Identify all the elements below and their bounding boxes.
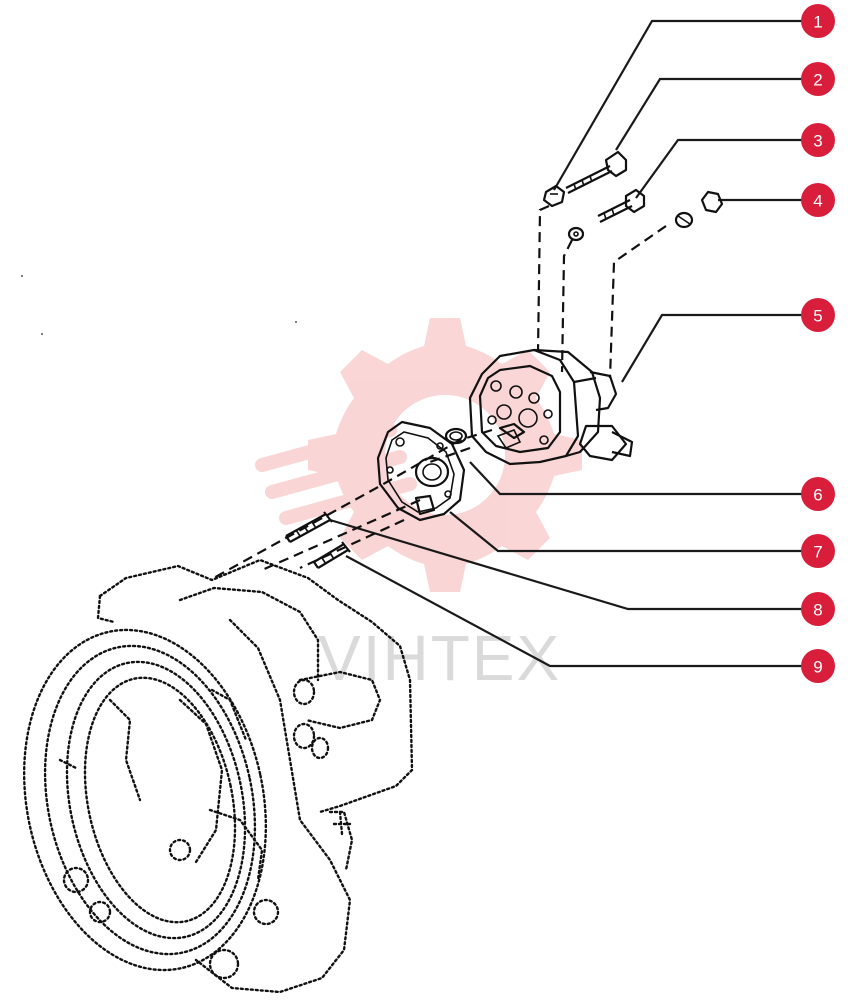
callout-3: 3 xyxy=(801,123,835,157)
callout-1-number: 1 xyxy=(813,13,822,32)
leader-lines xyxy=(329,19,818,668)
part-4-lock-washer xyxy=(674,211,694,229)
callout-6-number: 6 xyxy=(813,486,822,505)
watermark-text: VIHTEX xyxy=(318,622,561,694)
callout-1: 1 xyxy=(801,4,835,38)
part-2-long-bolt xyxy=(565,150,628,194)
callout-3-number: 3 xyxy=(813,132,822,151)
callout-4-number: 4 xyxy=(813,192,822,211)
callout-5-number: 5 xyxy=(813,307,822,326)
assembly-dashed-lines-bottom xyxy=(209,428,493,581)
callout-7: 7 xyxy=(801,534,835,568)
part-7-gasket-plate xyxy=(376,420,466,522)
leader-line-2 xyxy=(615,77,818,151)
callout-5: 5 xyxy=(801,298,835,332)
part-4-nut xyxy=(674,190,724,229)
part-1-nut xyxy=(542,184,566,208)
transmission-housing-dotted xyxy=(22,558,414,994)
part-3-washer xyxy=(567,226,585,242)
part-8-stud xyxy=(285,511,333,543)
callout-8-number: 8 xyxy=(813,601,822,620)
callout-9: 9 xyxy=(801,649,835,683)
leader-line-8 xyxy=(329,518,818,611)
callout-9-number: 9 xyxy=(813,658,822,677)
callout-2: 2 xyxy=(801,62,835,96)
callout-8: 8 xyxy=(801,592,835,626)
leader-line-3 xyxy=(635,138,818,199)
callout-6: 6 xyxy=(801,477,835,511)
callout-4: 4 xyxy=(801,183,835,217)
leader-line-5 xyxy=(621,313,818,383)
scan-specks xyxy=(21,275,297,335)
assembly-dashed-lines-top xyxy=(536,204,667,379)
part-3-short-bolt xyxy=(567,188,646,242)
leader-line-1 xyxy=(553,19,818,191)
leader-line-7 xyxy=(449,511,818,553)
callout-2-number: 2 xyxy=(813,71,822,90)
part-9-stud xyxy=(313,541,351,569)
callout-7-number: 7 xyxy=(813,543,822,562)
leader-line-6 xyxy=(469,461,818,496)
leader-line-9 xyxy=(345,555,818,668)
